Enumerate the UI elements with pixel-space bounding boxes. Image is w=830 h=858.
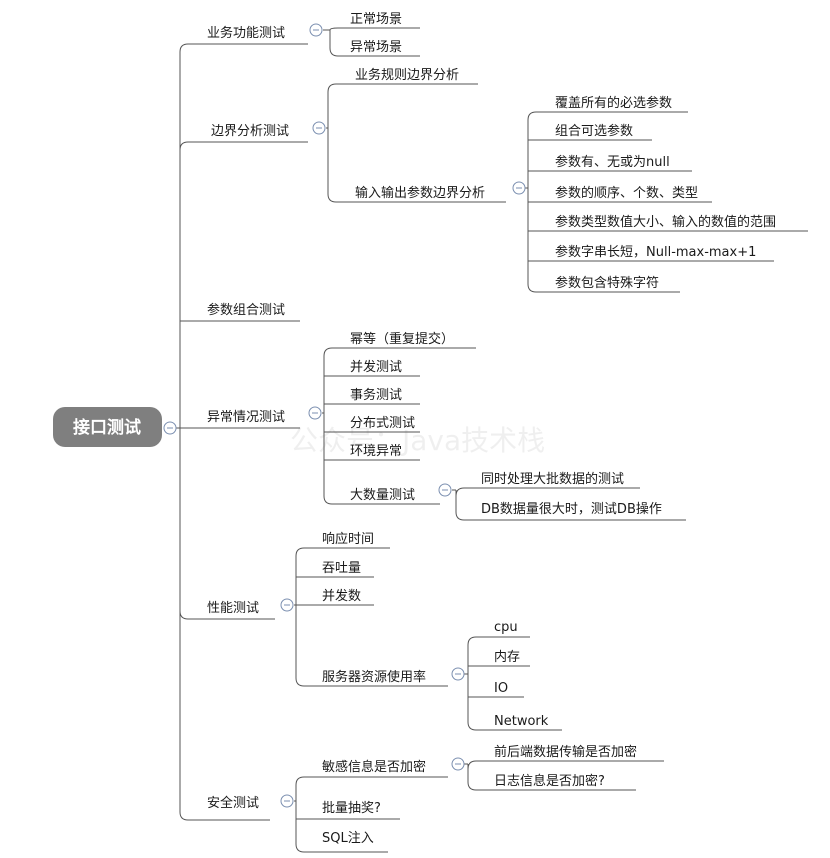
collapse-toggle-bound-io[interactable]	[512, 181, 526, 195]
node-io-3[interactable]: 参数有、无或为null	[555, 154, 670, 170]
sec-connectors	[294, 760, 664, 853]
root-label: 接口测试	[73, 417, 141, 438]
node-io-1[interactable]: 覆盖所有的必选参数	[555, 95, 672, 111]
node-big-2[interactable]: DB数据量很大时，测试DB操作	[481, 501, 662, 517]
perf-connectors	[294, 547, 562, 731]
collapse-toggle-sec[interactable]	[280, 794, 294, 808]
node-exc-1[interactable]: 幂等（重复提交）	[350, 331, 454, 347]
collapse-toggle-res[interactable]	[451, 667, 465, 681]
bound-connectors	[326, 83, 808, 293]
node-sec-3[interactable]: SQL注入	[322, 831, 374, 846]
root-node[interactable]: 接口测试	[53, 407, 162, 447]
collapse-toggle-perf[interactable]	[280, 598, 294, 612]
node-exc-3[interactable]: 事务测试	[350, 387, 402, 403]
node-res-4[interactable]: Network	[494, 714, 549, 729]
node-perf-3[interactable]: 并发数	[322, 588, 361, 604]
node-sec-1[interactable]: 敏感信息是否加密	[322, 759, 426, 775]
node-exc-4[interactable]: 分布式测试	[350, 416, 415, 431]
node-io-2[interactable]: 组合可选参数	[555, 123, 633, 139]
node-perf-2[interactable]: 吞吐量	[322, 561, 361, 576]
node-io-7[interactable]: 参数包含特殊字符	[555, 275, 659, 291]
node-io-4[interactable]: 参数的顺序、个数、类型	[555, 185, 698, 201]
node-exc-2[interactable]: 并发测试	[350, 359, 402, 375]
collapse-toggle-big[interactable]	[438, 483, 452, 497]
biz-connectors	[323, 27, 420, 57]
exc-connectors	[322, 347, 686, 521]
node-perf-1[interactable]: 响应时间	[322, 531, 374, 547]
node-exc-6[interactable]: 大数量测试	[350, 488, 415, 503]
collapse-toggle-biz[interactable]	[309, 23, 323, 37]
node-io-6[interactable]: 参数字串长短，Null-max-max+1	[555, 244, 756, 260]
node-exc[interactable]: 异常情况测试	[207, 410, 285, 425]
collapse-toggle-enc[interactable]	[451, 757, 465, 771]
node-res-3[interactable]: IO	[494, 681, 508, 696]
node-perf-4[interactable]: 服务器资源使用率	[322, 669, 426, 685]
node-enc-1[interactable]: 前后端数据传输是否加密	[494, 744, 637, 760]
node-bound[interactable]: 边界分析测试	[211, 124, 289, 139]
node-underlines	[300, 43, 308, 143]
node-big-1[interactable]: 同时处理大批数据的测试	[481, 471, 624, 487]
node-combo[interactable]: 参数组合测试	[207, 302, 285, 318]
node-bound-rule[interactable]: 业务规则边界分析	[355, 67, 459, 83]
node-exc-5[interactable]: 环境异常	[350, 444, 402, 459]
node-labels: 业务功能测试 正常场景 异常场景 边界分析测试 业务规则边界分析 输入输出参数边…	[207, 12, 776, 846]
node-res-1[interactable]: cpu	[494, 620, 518, 635]
node-biz[interactable]: 业务功能测试	[207, 25, 285, 41]
node-io-5[interactable]: 参数类型数值大小、输入的数值的范围	[555, 214, 776, 230]
node-biz-normal[interactable]: 正常场景	[350, 12, 402, 27]
collapse-toggle-root[interactable]	[163, 421, 177, 435]
node-res-2[interactable]: 内存	[494, 649, 520, 665]
node-perf[interactable]: 性能测试	[207, 601, 259, 616]
node-sec-2[interactable]: 批量抽奖?	[322, 801, 381, 816]
node-bound-io[interactable]: 输入输出参数边界分析	[355, 185, 485, 201]
node-biz-abnormal[interactable]: 异常场景	[350, 40, 402, 55]
root-connectors	[170, 43, 300, 821]
collapse-toggles[interactable]	[163, 23, 526, 808]
watermark-text: 公众号：Java技术栈	[290, 424, 545, 457]
node-sec[interactable]: 安全测试	[207, 795, 259, 811]
node-enc-2[interactable]: 日志信息是否加密?	[494, 773, 605, 789]
collapse-toggle-bound[interactable]	[312, 121, 326, 135]
collapse-toggle-exc[interactable]	[308, 406, 322, 420]
